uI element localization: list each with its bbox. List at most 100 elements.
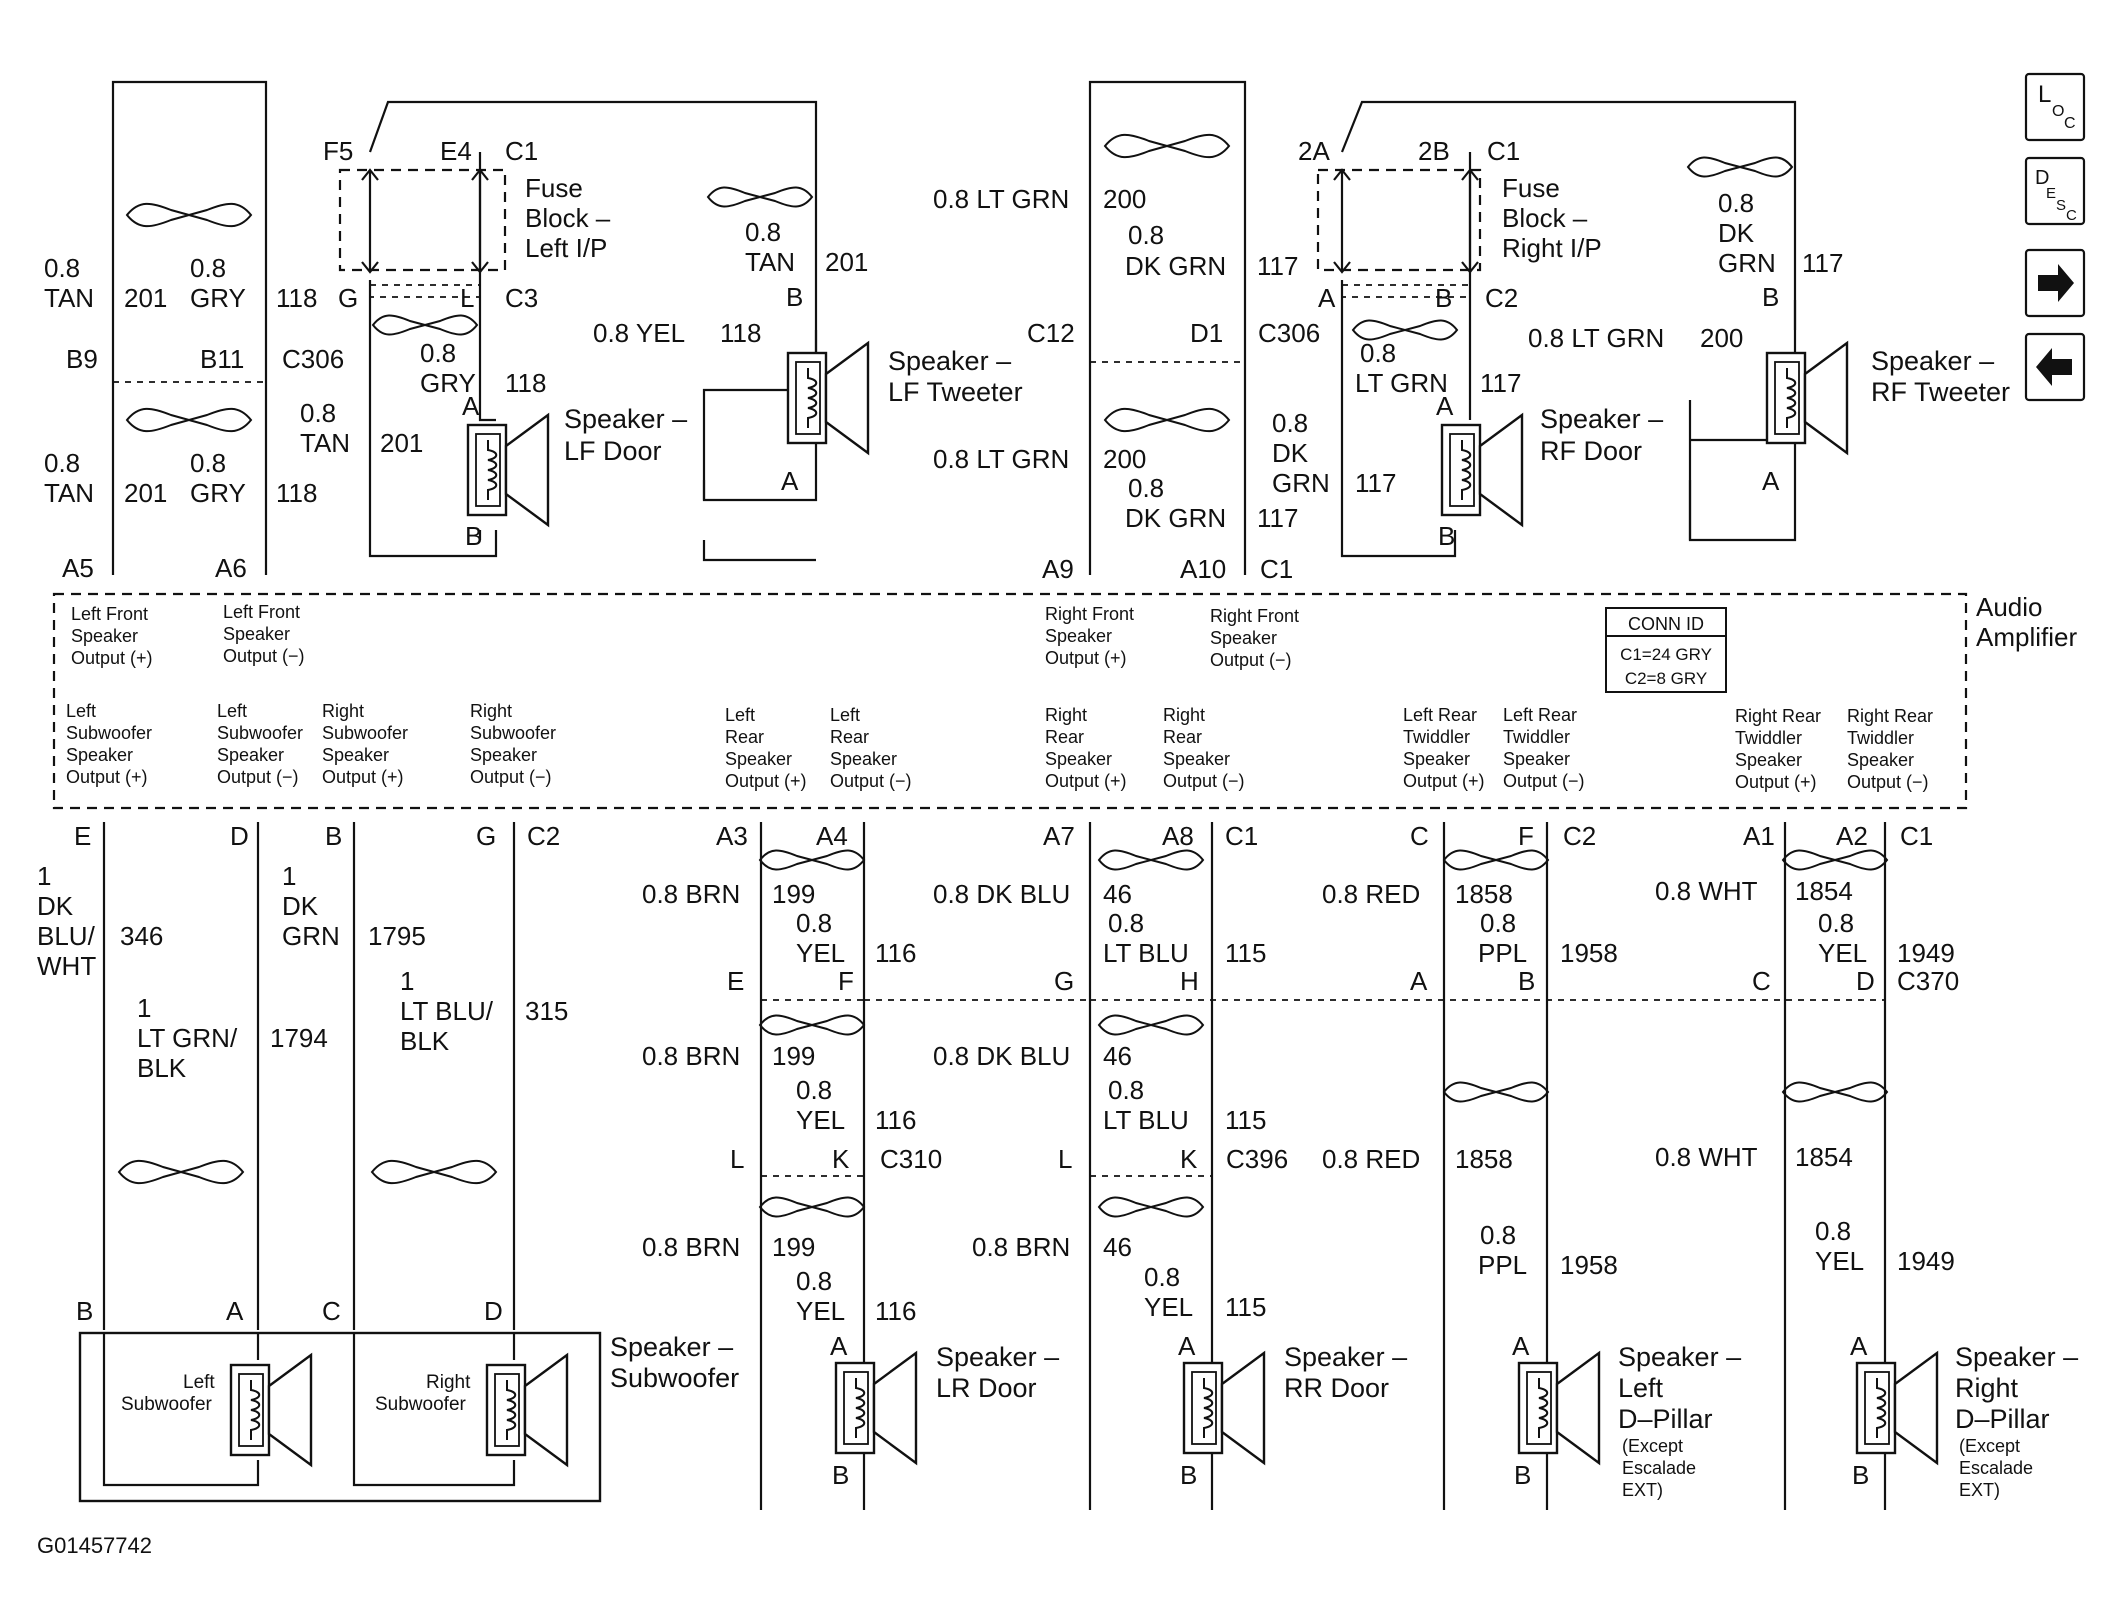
amp-out-lr-plus-l2: Rear [725,727,764,747]
rf-fuse-l2: Block – [1502,203,1588,233]
lf-door-pin-b: B [465,521,482,551]
lf-tw-tan-circuit: 201 [825,247,868,277]
rr-speaker-l1: Speaker – [1284,1342,1407,1372]
sub-speaker-l1: Speaker – [610,1332,733,1362]
rf-pin-a: A [1318,283,1336,313]
rf-door-ltgrn-size: 0.8 [1360,338,1396,368]
sub-right-label-l1: Right [426,1372,471,1393]
sub-spk-pin-c: C [322,1296,341,1326]
right-d-pillar-section [1782,822,1939,1510]
ldp-pin-a: A [1410,966,1428,996]
ldp-pin-b: B [1518,966,1535,996]
lf-fuse-c1: C1 [505,136,538,166]
rf-door-pin-a: A [1436,391,1454,421]
sub-w1-c2: BLU/ [37,921,96,951]
rf-door-pin-b: B [1438,521,1455,551]
amp-out-rtw-minus-l2: Twiddler [1847,728,1914,748]
lf-tw-tan-size: 0.8 [745,217,781,247]
amp-out-ltw-minus-l2: Twiddler [1503,727,1570,747]
ldp-ppl1-circuit: 1958 [1560,938,1618,968]
rdp-yel2-circuit: 1949 [1897,1246,1955,1276]
amp-out-ltw-plus-l4: Output (+) [1403,771,1485,791]
rf-pin-b: B [1435,283,1452,313]
ldp-speaker-l2: Left [1618,1373,1664,1403]
location-button[interactable]: L O C [2024,72,2086,142]
sub-w2-circuit: 1795 [368,921,426,951]
lr-yel1-color: YEL [796,938,845,968]
lr-yel2-color: YEL [796,1105,845,1135]
rr-lt2-size: 0.8 [1108,1075,1144,1105]
desc-sub1: E [2046,185,2056,202]
rf-pin-2b: 2B [1418,136,1450,166]
conn-id-table: CONN ID C1=24 GRY C2=8 GRY [1605,607,1727,693]
lf-tw-yel-circuit: 118 [720,318,761,348]
amp-out-lr-plus-l4: Output (+) [725,771,807,791]
amp-out-lsub-plus-l4: Output (+) [66,767,148,787]
rf-tw-pin-a: A [1762,466,1780,496]
amp-out-rr-minus-l1: Right [1163,705,1205,725]
rf-ltgrn-top: 0.8 LT GRN [933,184,1069,214]
rr-pin-h: H [1180,966,1199,996]
rf-tw-pin-b: B [1762,282,1779,312]
audio-amplifier-box [52,592,1968,810]
rf-dk-circuit: 117 [1355,468,1396,498]
sub-w4-circuit: 315 [525,996,568,1026]
amp-out-lf-plus-l1: Left Front [71,604,148,624]
previous-page-button[interactable] [2024,332,2086,402]
arrow-left-icon [2036,348,2072,386]
lf-tw-pin-b: B [786,282,803,312]
amp-out-lf-minus-l1: Left Front [223,602,300,622]
ldp-speaker-l3: D–Pillar [1618,1404,1713,1434]
ldp-ppl2-color: PPL [1478,1250,1527,1280]
lf-w2-circuit: 118 [276,283,317,313]
lf-pin-e4: E4 [440,136,472,166]
amp-out-rtw-plus-l3: Speaker [1735,750,1802,770]
rr-pin-g: G [1054,966,1074,996]
ldp-speaker-l1: Speaker – [1618,1342,1741,1372]
rf-pin-2a: 2A [1298,136,1330,166]
conn-id-c2: C2=8 GRY [1625,669,1707,688]
rr-door-section [864,822,1885,1510]
lr-speaker-l1: Speaker – [936,1342,1059,1372]
rdp-pin-c: C [1752,966,1771,996]
sub-w2-c2: GRN [282,921,340,951]
sub-spk-pin-b: B [76,1296,93,1326]
amp-out-lsub-minus-l1: Left [217,701,247,721]
rr-brn3: 0.8 BRN [972,1232,1070,1262]
amp-out-ltw-plus-l1: Left Rear [1403,705,1477,725]
sub-w1-circuit: 346 [120,921,163,951]
sub-w4-c2: BLK [400,1026,450,1056]
rr-blu2: 0.8 DK BLU [933,1041,1070,1071]
amp-out-rr-minus-l2: Rear [1163,727,1202,747]
lr-pin-k: K [832,1144,850,1174]
rdp-pin-d: D [1856,966,1875,996]
description-button[interactable]: D E S C [2024,156,2086,226]
rf-dkgrn-top-circuit: 117 [1257,251,1298,281]
rdp-conn-c1: C1 [1900,821,1933,851]
lr-door-section [759,822,918,1510]
amp-out-rr-plus-l1: Right [1045,705,1087,725]
lf-door-gry-circuit: 118 [505,368,546,398]
rdp-yel1-size: 0.8 [1818,908,1854,938]
lf-fuse-l3: Left I/P [525,233,607,263]
lf-pin-g: G [338,283,358,313]
rdp-spk-pin-b: B [1852,1460,1869,1490]
rr-lt2-color: LT BLU [1103,1105,1189,1135]
ldp-ppl2-circuit: 1958 [1560,1250,1618,1280]
rdp-yel2-size: 0.8 [1815,1216,1851,1246]
lr-yel3-circuit: 116 [875,1296,916,1326]
rf-door-speaker-l2: RF Door [1540,436,1642,466]
rf-dkgrn-top-size: 0.8 [1128,220,1164,250]
amp-out-ltw-plus-l3: Speaker [1403,749,1470,769]
sub-left-label-l1: Left [183,1372,215,1393]
rf-fuse-l3: Right I/P [1502,233,1602,263]
amp-out-lsub-plus-l2: Subwoofer [66,723,152,743]
left-front-section [111,80,870,575]
rdp-speaker-l1: Speaker – [1955,1342,2078,1372]
sub-w2-size: 1 [282,861,296,891]
lf-door-speaker-l2: LF Door [564,436,662,466]
next-page-button[interactable] [2024,248,2086,318]
rr-pin-l: L [1058,1144,1072,1174]
rf-tw-ltgrn: 0.8 LT GRN [1528,323,1664,353]
